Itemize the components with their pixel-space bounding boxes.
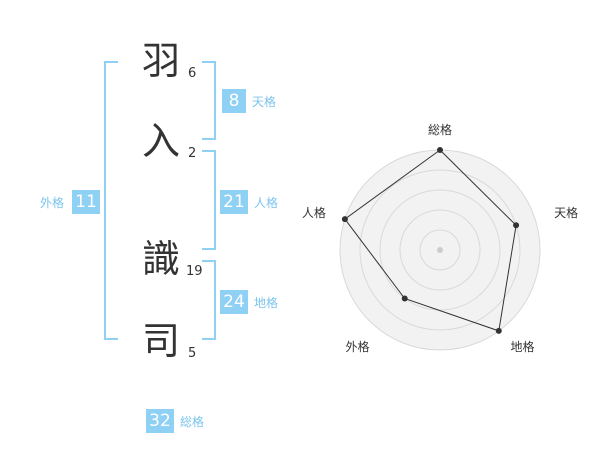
radar-point-4 [341, 216, 348, 223]
radar-point-2 [495, 327, 502, 334]
name-char-4: 司 [142, 319, 181, 363]
tenkaku-badge: 8 [222, 89, 246, 113]
chikaku-bracket [202, 260, 216, 340]
radar-point-0 [437, 147, 443, 153]
radar-point-1 [513, 222, 520, 229]
radar-point-3 [401, 295, 408, 302]
soukaku-label: 総格 [180, 415, 205, 429]
radar-polygon [344, 149, 517, 332]
tenkaku-bracket [202, 61, 216, 140]
radar-axis-label-0: 総格 [428, 122, 452, 137]
chikaku-badge: 24 [220, 290, 248, 314]
tenkaku-label: 天格 [252, 95, 277, 109]
chikaku-label: 地格 [254, 296, 279, 310]
radar-axis-label-4: 人格 [302, 205, 326, 220]
gaikaku-badge: 11 [72, 190, 100, 214]
radar-axis-label-2: 地格 [511, 339, 535, 354]
name-char-3: 識 [142, 237, 181, 281]
gaikaku-bracket [104, 61, 118, 340]
stroke-count-1: 6 [188, 66, 197, 81]
name-char-1: 羽 [142, 39, 181, 83]
jinkaku-label: 人格 [254, 196, 279, 210]
stroke-count-2: 2 [188, 146, 197, 161]
radar-center-dot [437, 247, 443, 253]
stroke-count-4: 5 [188, 346, 197, 361]
gaikaku-label: 外格 [40, 196, 65, 210]
soukaku-badge: 32 [146, 409, 174, 433]
jinkaku-badge: 21 [220, 190, 248, 214]
radar-axis-label-1: 天格 [554, 205, 578, 220]
jinkaku-bracket [202, 150, 216, 250]
stroke-count-3: 19 [186, 264, 203, 279]
radar-axis-label-3: 外格 [345, 339, 369, 354]
name-char-2: 入 [142, 119, 181, 163]
